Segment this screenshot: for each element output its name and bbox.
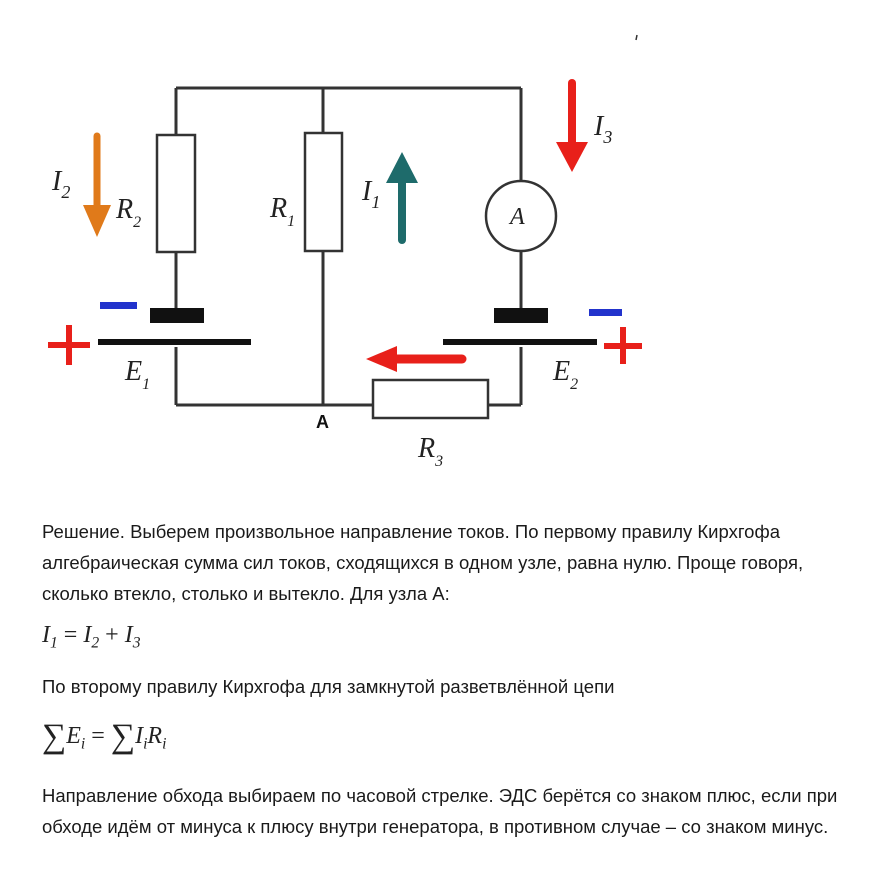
formula-node-currents: I1=I2+I3 bbox=[42, 622, 141, 652]
minus-sign-e1 bbox=[100, 302, 137, 309]
ammeter-label: A bbox=[508, 204, 525, 230]
label-r2: R2 bbox=[115, 194, 141, 231]
paragraph-solution: Решение. Выберем произвольное направлени… bbox=[42, 521, 804, 604]
node-label-a: A bbox=[316, 412, 329, 432]
label-i1: I1 bbox=[361, 176, 380, 212]
arrow-i3 bbox=[556, 79, 588, 172]
battery-e1-long-plate bbox=[98, 339, 251, 345]
label-e2: E2 bbox=[552, 356, 578, 393]
circuit-diagram: A I2 R2 R1 I1 I3 bbox=[48, 34, 642, 470]
battery-e1-short-plate bbox=[150, 308, 204, 323]
plus-sign-e2 bbox=[604, 327, 642, 364]
stray-mark bbox=[635, 34, 638, 41]
minus-sign-e2 bbox=[589, 309, 622, 316]
label-e1: E1 bbox=[124, 356, 150, 393]
plus-sign-e1 bbox=[48, 325, 90, 365]
label-i3: I3 bbox=[593, 111, 612, 147]
resistor-r3 bbox=[371, 378, 490, 420]
ammeter bbox=[484, 179, 558, 253]
label-r1: R1 bbox=[269, 193, 295, 230]
formula-emf-sum: ∑Ei=∑IiRi bbox=[42, 718, 167, 755]
paragraph-direction: Направление обхода выбираем по часовой с… bbox=[42, 785, 838, 837]
resistor-r2 bbox=[155, 133, 197, 254]
arrow-i2 bbox=[83, 132, 111, 237]
label-r3: R3 bbox=[417, 433, 443, 470]
battery-e2-short-plate bbox=[494, 308, 548, 323]
wires bbox=[174, 86, 523, 407]
battery-e2-long-plate bbox=[443, 339, 597, 345]
label-i2: I2 bbox=[51, 166, 70, 202]
paragraph-second-rule: По второму правилу Кирхгофа для замкнуто… bbox=[42, 676, 615, 697]
arrow-r3-direction bbox=[366, 346, 467, 372]
arrow-i1 bbox=[386, 152, 418, 244]
resistor-r1 bbox=[303, 131, 344, 253]
